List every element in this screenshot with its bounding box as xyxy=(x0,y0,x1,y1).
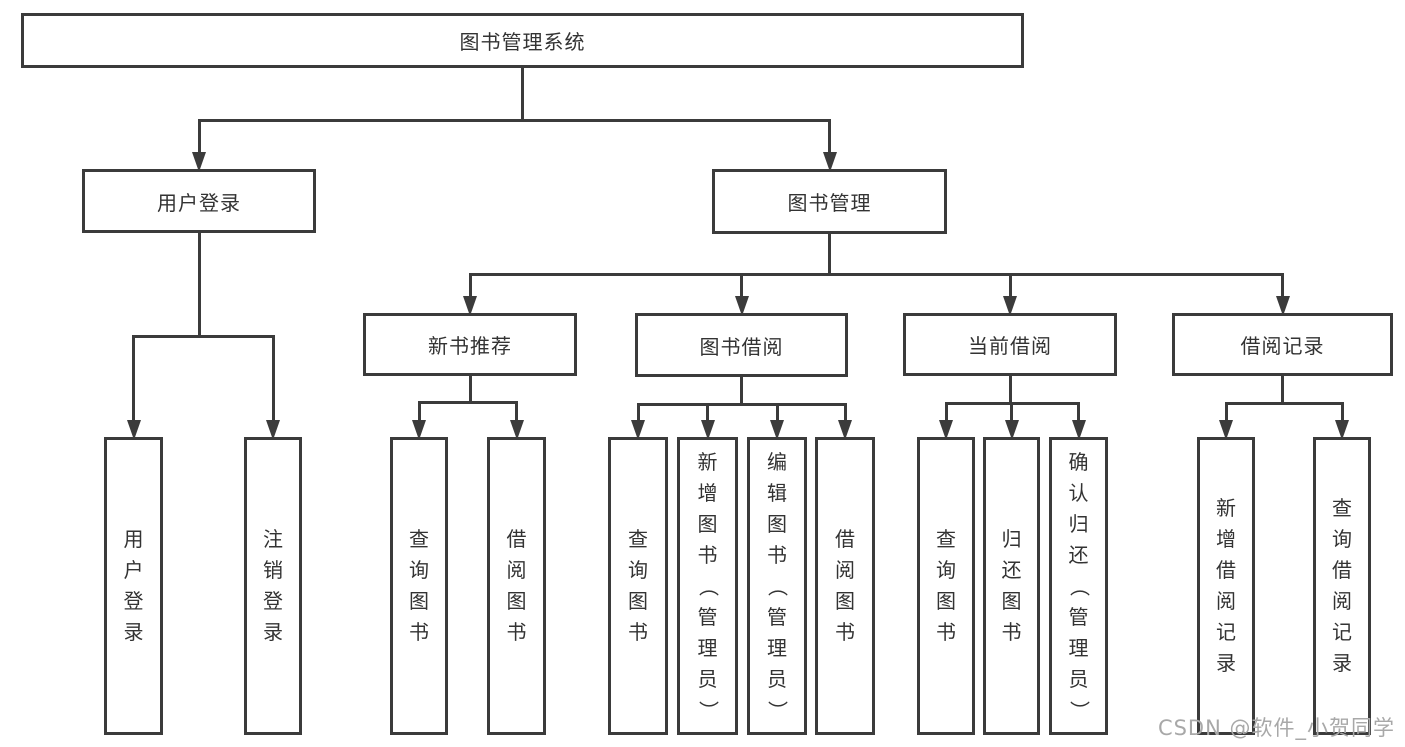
connector-drop xyxy=(468,274,472,299)
node-borrow-records: 借阅记录 xyxy=(1172,313,1393,376)
node-label: 借阅图书 xyxy=(506,527,527,644)
connector-stem xyxy=(521,68,524,120)
node-label: 用户登录 xyxy=(157,190,241,215)
arrow-head-icon xyxy=(463,296,477,316)
node-label: 借阅记录 xyxy=(1240,334,1325,358)
arrow-head-icon xyxy=(1004,420,1019,440)
arrow-head-icon xyxy=(939,420,953,440)
node-new-book-rec: 新书推荐 xyxy=(363,313,577,376)
node-label: 图书借阅 xyxy=(699,334,784,359)
node-current-borrow: 当前借阅 xyxy=(903,313,1117,376)
arrow-head-icon xyxy=(1219,420,1233,440)
arrow-head-icon xyxy=(631,420,645,440)
connector-branch xyxy=(636,402,847,406)
node-label: 新增图书（管理员） xyxy=(696,449,720,721)
node-br-add-record: 新增借阅记录 xyxy=(1197,437,1255,735)
node-br-query-record: 查询借阅记录 xyxy=(1313,437,1371,735)
connector-branch xyxy=(132,334,275,338)
arrow-head-icon xyxy=(1071,420,1086,440)
arrow-head-icon xyxy=(1003,296,1017,316)
connector-branch xyxy=(197,118,831,122)
node-label: 编辑图书（管理员） xyxy=(765,449,790,721)
node-rec-query-book: 查询图书 xyxy=(390,437,448,735)
connector-drop xyxy=(1010,403,1013,423)
node-label: 新增借阅记录 xyxy=(1216,496,1236,675)
connector-branch xyxy=(1224,401,1344,405)
arrow-head-icon xyxy=(734,296,749,316)
node-label: 归还图书 xyxy=(1001,527,1022,644)
node-bb-edit-book: 编辑图书（管理员） xyxy=(747,437,807,735)
node-rec-borrow-book: 借阅图书 xyxy=(487,437,546,735)
node-logout: 注销登录 xyxy=(244,437,302,735)
connector-stem xyxy=(197,233,201,336)
arrow-head-icon xyxy=(700,420,715,440)
csdn-watermark: CSDN @软件_小贺同学 xyxy=(1157,716,1395,740)
node-login: 用户登录 xyxy=(104,437,163,735)
connector-stem xyxy=(828,234,831,274)
arrow-head-icon xyxy=(838,420,852,440)
node-label: 用户登录 xyxy=(123,527,144,644)
connector-drop xyxy=(197,120,201,155)
connector-drop xyxy=(828,120,831,155)
node-cb-query-book: 查询图书 xyxy=(917,437,975,735)
connector-branch xyxy=(417,400,518,404)
arrow-head-icon xyxy=(266,420,280,440)
connector-drop xyxy=(636,404,640,423)
arrow-head-icon xyxy=(770,420,784,440)
node-bb-query-book: 查询图书 xyxy=(608,437,668,735)
connector-stem xyxy=(740,377,743,404)
arrow-head-icon xyxy=(1275,296,1290,316)
node-label: 图书管理系统 xyxy=(459,30,586,54)
connector-drop xyxy=(1340,403,1344,423)
arrow-head-icon xyxy=(822,152,837,172)
connector-drop xyxy=(1008,274,1012,299)
connector-drop xyxy=(843,404,847,423)
connector-drop xyxy=(740,274,743,299)
node-label: 注销登录 xyxy=(263,527,283,644)
connector-drop xyxy=(1281,274,1284,299)
node-cb-return-book: 归还图书 xyxy=(983,437,1040,735)
connector-stem xyxy=(1008,376,1012,403)
node-book-borrow: 图书借阅 xyxy=(635,313,848,377)
arrow-head-icon xyxy=(126,420,141,440)
node-label: 确认归还（管理员） xyxy=(1067,449,1091,721)
node-label: 查询图书 xyxy=(409,527,429,644)
arrow-head-icon xyxy=(192,152,206,172)
node-label: 当前借阅 xyxy=(968,334,1052,358)
node-label: 图书管理 xyxy=(787,191,872,215)
connector-drop xyxy=(1224,403,1228,423)
node-bb-add-book: 新增图书（管理员） xyxy=(677,437,738,735)
node-user-login: 用户登录 xyxy=(82,169,316,233)
node-label: 查询借阅记录 xyxy=(1332,496,1352,675)
node-bb-borrow-book: 借阅图书 xyxy=(815,437,875,735)
arrow-head-icon xyxy=(509,420,524,440)
node-root: 图书管理系统 xyxy=(21,13,1024,68)
node-label: 查询图书 xyxy=(628,527,648,644)
connector-drop xyxy=(706,404,709,423)
connector-drop xyxy=(775,404,779,423)
node-label: 借阅图书 xyxy=(835,527,855,644)
arrow-head-icon xyxy=(412,420,426,440)
connector-stem xyxy=(468,376,472,402)
node-label: 新书推荐 xyxy=(428,334,512,358)
node-label: 查询图书 xyxy=(936,527,956,644)
connector-stem xyxy=(1281,376,1284,403)
node-cb-confirm-return: 确认归还（管理员） xyxy=(1049,437,1108,735)
connector-drop xyxy=(515,402,518,423)
connector-drop xyxy=(132,336,135,423)
connector-drop xyxy=(1077,403,1080,423)
connector-drop xyxy=(271,336,275,423)
connector-drop xyxy=(417,402,421,423)
connector-drop xyxy=(944,403,948,423)
node-book-mgmt: 图书管理 xyxy=(712,169,947,234)
connector-branch xyxy=(468,272,1284,276)
arrow-head-icon xyxy=(1335,420,1349,440)
